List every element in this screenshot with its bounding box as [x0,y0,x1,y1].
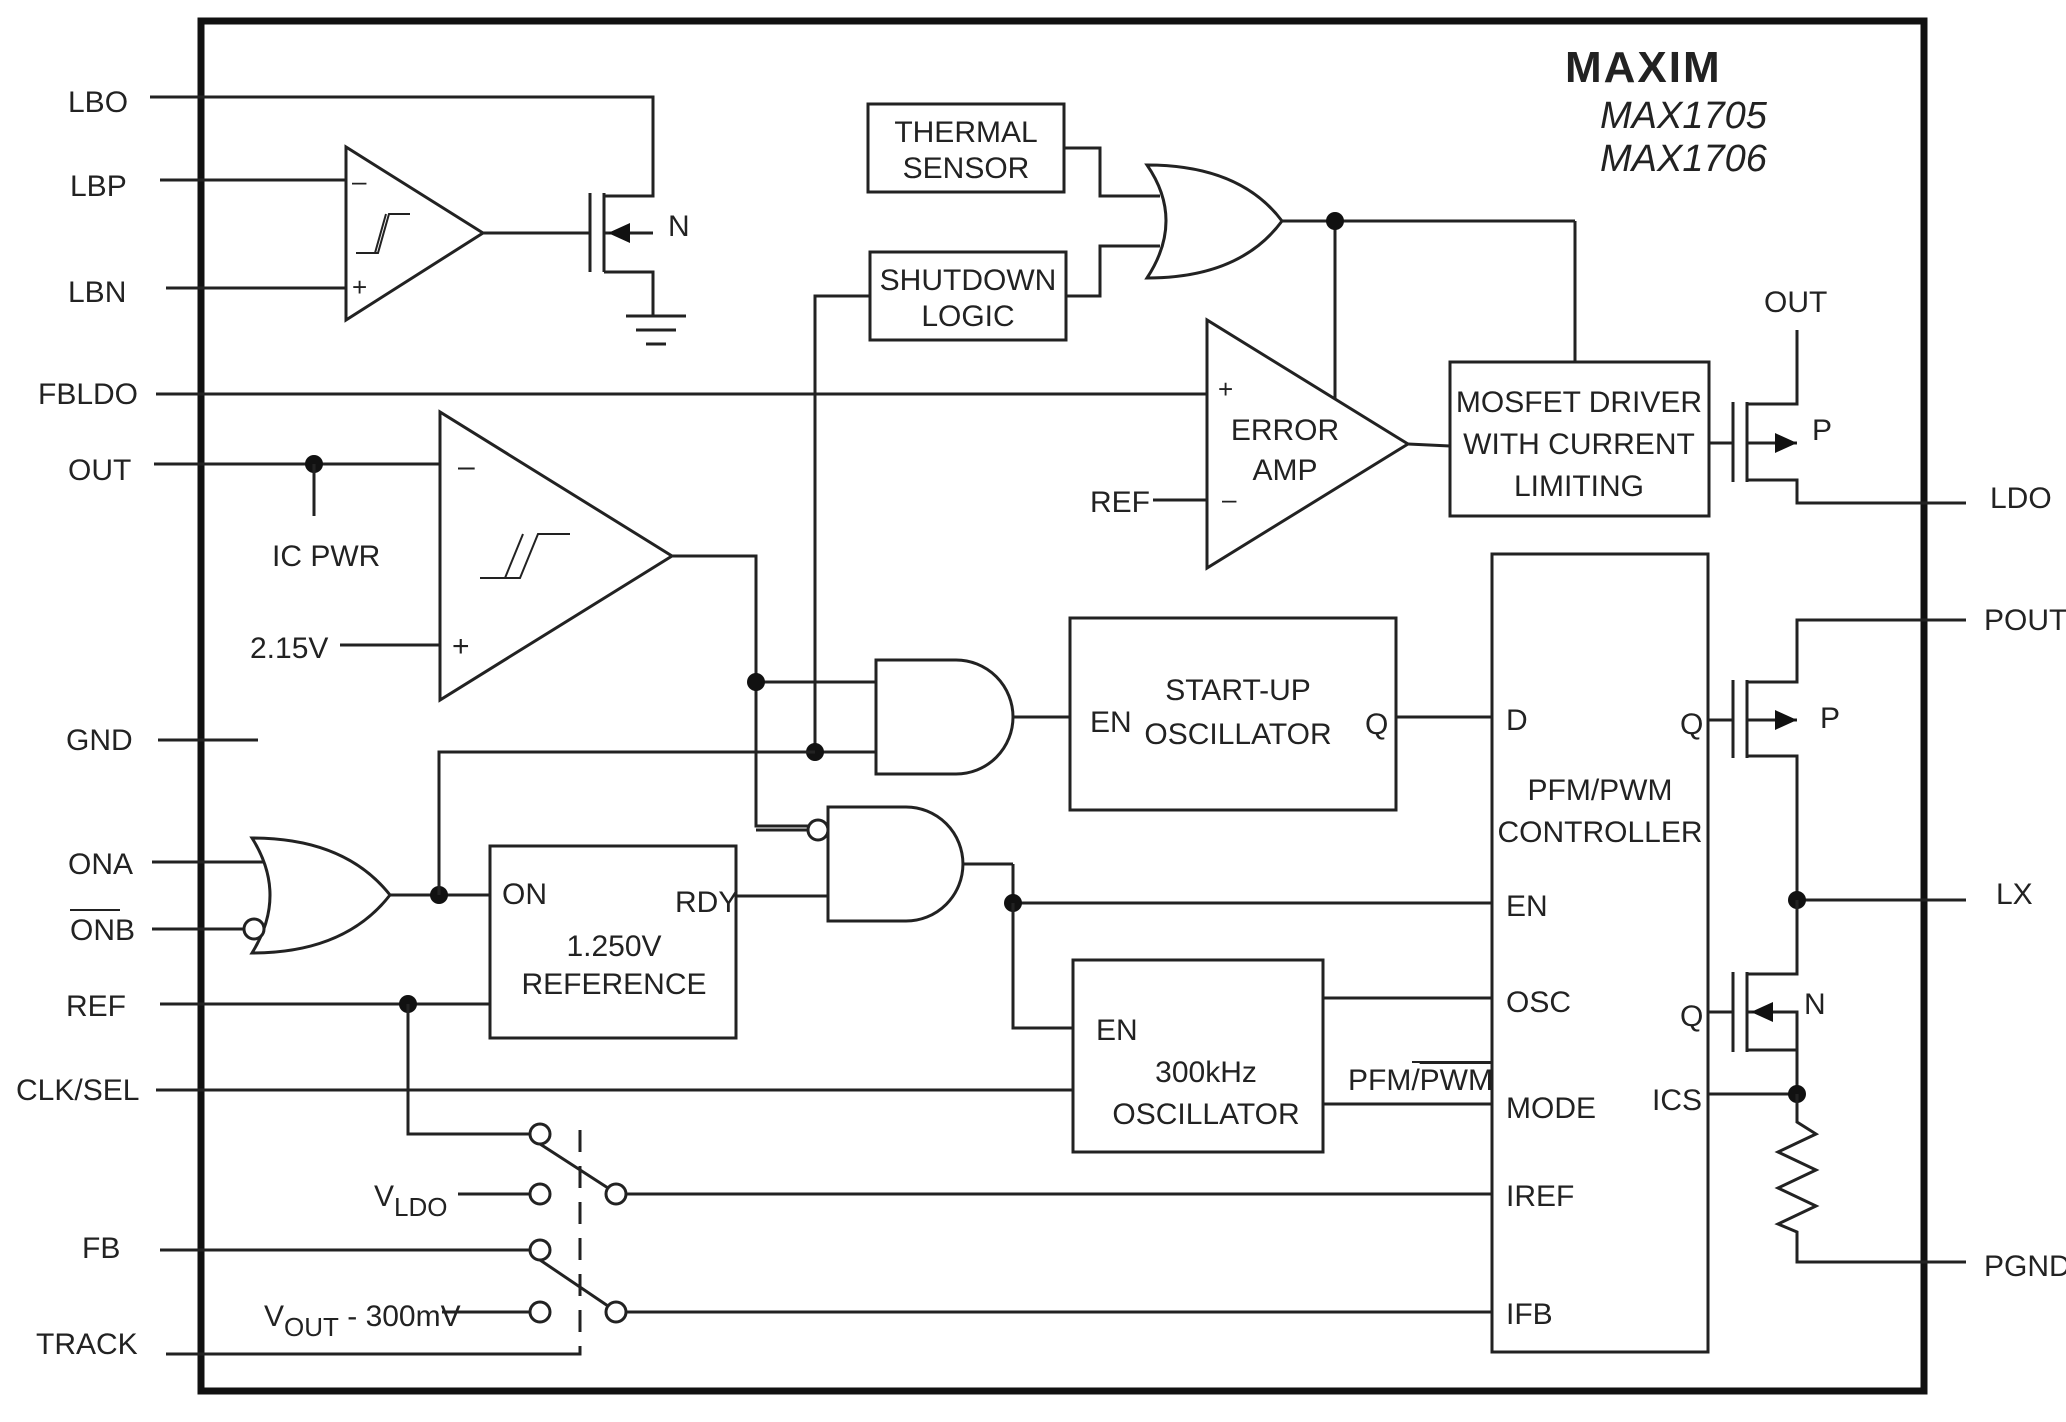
ifb-switch [528,1238,628,1324]
low-nmos [1708,900,1799,1094]
label-vout: VOUT - 300mV [264,1300,461,1342]
driver-line2: WITH CURRENT [1463,428,1695,461]
pfm-pwm-controller [1490,552,1710,1354]
pin-lbn: LBN [68,276,126,309]
svg-text:AMP: AMP [1252,454,1317,487]
osc300-line1: 300kHz [1155,1056,1257,1089]
svg-text:ERROR: ERROR [1231,414,1339,447]
chip-frame [197,17,1928,1395]
ctrl-port-iref: IREF [1506,1180,1574,1213]
ref-on: ON [502,878,547,911]
pin-gnd: GND [66,724,133,757]
pin-pout: POUT [1984,604,2066,637]
label-n-lb: N [668,210,690,243]
startup-en: EN [1090,706,1132,739]
label-n-low: N [1804,988,1826,1021]
lb-comparator: – + [344,144,486,323]
reference-block [488,844,738,1040]
pin-track: TRACK [36,1328,138,1361]
shutdown-line1: SHUTDOWN [880,264,1057,297]
pin-pgnd: PGND [1984,1250,2066,1283]
thermal-line2: SENSOR [903,152,1030,185]
label-p-ldo: P [1812,414,1832,447]
label-vldo: VLDO [374,1180,447,1222]
label-ref-err: REF [1090,486,1150,519]
ctrl-port-ifb: IFB [1506,1298,1553,1331]
svg-text:MAXIM: MAXIM [1565,43,1722,92]
pin-fb: FB [82,1232,120,1265]
startup-q: Q [1365,708,1388,741]
enable-and-gate [826,805,965,923]
label-p-pout: P [1820,702,1840,735]
pin-out: OUT [68,454,131,487]
part-number-2: MAX1706 [1600,138,1768,180]
startup-and-gate [874,658,1015,776]
ctrl-port-en: EN [1506,890,1548,923]
pin-ona: ONA [68,848,133,881]
ctrl-port-q2: Q [1680,1000,1703,1033]
iref-switch [528,1122,628,1206]
ref-rdy: RDY [675,886,738,919]
ref-line1: 1.250V [566,930,661,963]
thermal-line1: THERMAL [894,116,1037,149]
uvlo-comparator: – + [438,409,675,703]
pin-onb: ONB [70,914,135,947]
pin-lbo: LBO [68,86,128,119]
pin-lbp: LBP [70,170,127,203]
lb-nmos [150,95,686,346]
startup-line2: OSCILLATOR [1144,718,1331,751]
shutdown-line2: LOGIC [921,300,1014,333]
driver-line1: MOSFET DRIVER [1456,386,1702,419]
startup-line1: START-UP [1165,674,1311,707]
osc300-line2: OSCILLATOR [1112,1098,1299,1131]
label-pfm-pwm: PFM/PWM [1348,1064,1493,1097]
sense-resistor [1774,1094,1966,1264]
pin-ldo: LDO [1990,482,2052,515]
svg-text:–: – [352,166,367,196]
label-215v: 2.15V [250,632,328,665]
startup-osc-block [1068,616,1398,812]
ctrl-port-d: D [1506,704,1528,737]
ctrl-port-mode: MODE [1506,1092,1596,1125]
thermal-sensor-block [866,102,1066,194]
ctrl-port-osc: OSC [1506,986,1571,1019]
label-out-top: OUT [1764,286,1827,319]
pin-ref: REF [66,990,126,1023]
pin-fbldo: FBLDO [38,378,138,411]
ctrl-line1: PFM/PWM [1528,774,1673,807]
osc300-en: EN [1096,1014,1138,1047]
svg-text:–: – [458,450,475,483]
svg-text:+: + [452,630,470,663]
ctrl-port-ics: ICS [1652,1084,1702,1117]
driver-line3: LIMITING [1514,470,1644,503]
svg-text:–: – [1222,484,1237,514]
maxim-logo: MAXIM [1565,43,1722,92]
mosfet-driver-block [1448,360,1711,518]
ctrl-line2: CONTROLLER [1497,816,1702,849]
svg-text:+: + [352,272,367,302]
ldo-pmos [1709,330,1966,505]
ctrl-port-q1: Q [1680,708,1703,741]
label-ic-pwr: IC PWR [272,540,380,573]
error-amp: + – ERROR AMP [1205,317,1411,571]
pin-clksel: CLK/SEL [16,1074,139,1107]
fault-or-gate [1144,163,1284,280]
on-or-gate [249,836,392,955]
ref-line2: REFERENCE [521,968,706,1001]
svg-text:+: + [1218,374,1233,404]
pin-lx: LX [1996,878,2033,911]
part-number-1: MAX1705 [1600,95,1768,137]
osc300-block [1071,958,1325,1154]
pout-pmos [1708,618,1966,900]
